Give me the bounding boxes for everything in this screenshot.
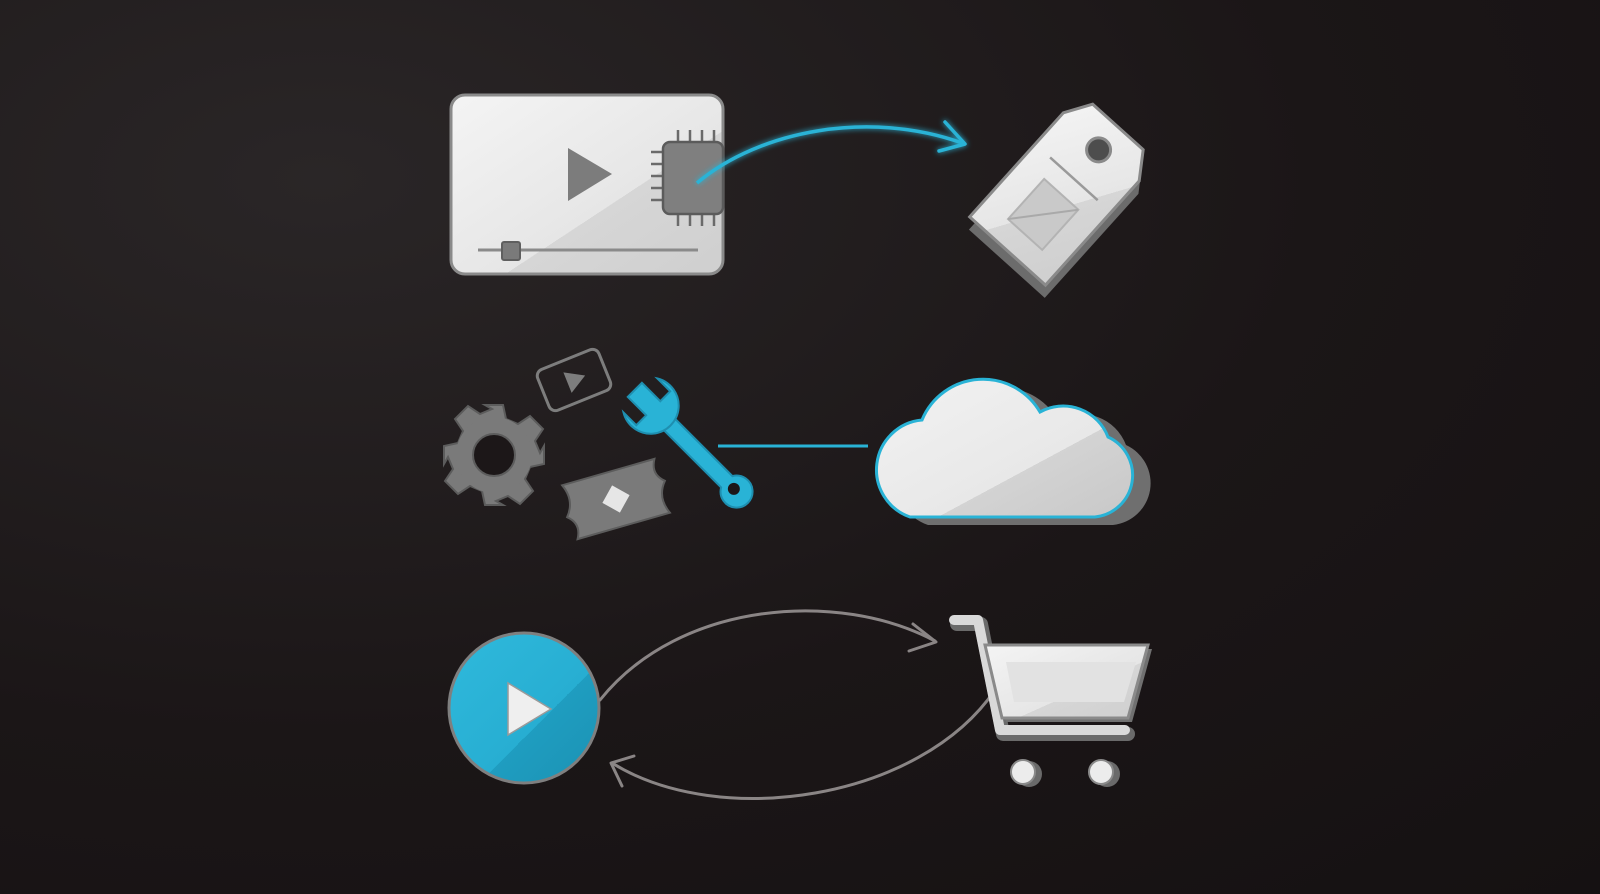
gear-icon <box>443 404 545 506</box>
accent-curved-arrow <box>695 120 967 185</box>
tag-hole <box>1085 136 1113 164</box>
chip-icon <box>651 130 725 226</box>
play-circle-icon <box>447 631 601 785</box>
play-triangle-icon <box>568 148 612 201</box>
video-player-with-chip-icon <box>449 93 725 276</box>
progress-knob <box>501 241 521 261</box>
ticket-icon <box>560 457 672 541</box>
wrench-icon <box>621 376 754 509</box>
price-tag-icon <box>967 102 1145 298</box>
shopping-cart-icon <box>949 615 1152 787</box>
small-video-icon <box>535 347 613 413</box>
gray-bidirectional-curved-arrows <box>598 609 997 800</box>
cloud-icon <box>874 377 1151 525</box>
